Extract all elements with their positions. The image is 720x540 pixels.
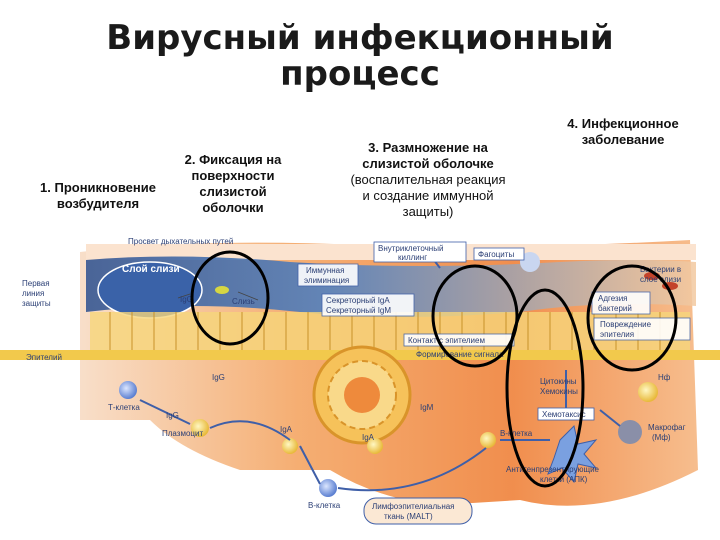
epi-damage-label-1: Повреждение [600,320,652,329]
chemotaxis-label: Хемотаксис [542,410,586,419]
iga-mid-label: IgA [362,433,375,442]
highlight-circles [190,250,678,488]
igg-top-label: IgG [180,295,193,304]
iga-left-label: IgA [280,425,293,434]
lymphoid-follicle [312,345,412,445]
b-cell-left [282,438,298,454]
contact-label: Контакт с эпителием [408,336,485,345]
circle-disease [586,264,678,372]
virus-particle [215,286,229,294]
intracellular-label-1: Внутриклеточный [378,244,443,253]
page-title-line-2: процесс [280,54,440,94]
igm-label: IgM [420,403,434,412]
contact-box [403,333,515,347]
bcell-right-label: В-клетка [500,429,533,438]
bacteria-mucus-label-1: Бактерии в [640,265,681,274]
label-lines [177,291,259,301]
circle-spread [505,288,585,488]
neutrophil [638,382,658,402]
cytokines-label-2: Хемокины [540,387,578,396]
b-cell-right [480,432,496,448]
apc-label-1: Антигенпрезентирующие [506,465,600,474]
first-line-label-2: линия [22,289,44,298]
plasmocyte-label: Плазмоцит [162,429,203,438]
first-line-label-1: Первая [22,279,50,288]
arrows [139,254,621,492]
mucus-layer [86,256,696,317]
adhesion-label-2: бактерий [598,304,632,313]
epithelium-label: Эпителий [26,353,62,362]
epi-damage-label-2: эпителия [600,330,634,339]
mucus-label: Слой слизи [122,264,180,275]
immune-elim-label-1: Иммунная [306,266,344,275]
malt-label-1: Лимфоэпителиальная [372,502,455,511]
intracellular-label-2: киллинг [398,253,427,262]
bcell-bottom-label: В-клетка [308,501,341,510]
airway-label: Просвет дыхательных путей [128,237,233,246]
signal-label: Формирование сигнала [416,350,504,359]
secretory-label-2: Секреторный IgM [326,306,391,315]
epi-damage-box [593,317,691,341]
malt-box [363,497,473,525]
immune-elim-label-2: элиминация [304,276,349,285]
adhesion-box [591,291,651,315]
phagocyte-cell [520,252,540,272]
igg-low-label: IgG [166,411,179,420]
t-cell [119,381,137,399]
mucin-label: Слизь [232,297,255,306]
macrophage-label-1: Макрофаг [648,423,686,432]
phagocytes-box [473,247,525,261]
adhesion-label-1: Адгезия [598,294,628,303]
immune-elim-box [297,263,359,287]
apc-label-2: клетки (АПК) [540,475,588,484]
nf-label: Нф [658,373,671,382]
tcell-label: Т-клетка [108,403,140,412]
circle-multiplication [431,264,519,368]
phagocytes-label: Фагоциты [478,250,514,259]
cytokines-label-1: Цитокины [540,377,577,386]
malt-label-2: ткань (MALT) [384,512,433,521]
intracellular-box [373,241,467,263]
plasmocyte [191,419,209,437]
first-line-label-3: защиты [22,299,51,308]
macrophage-label-2: (Мф) [652,433,671,442]
circle-fixation [190,250,270,346]
b-cell-mid [367,438,383,454]
b-cell-bottom [319,479,337,497]
page-title-line-1: Вирусный инфекционный [106,18,614,58]
macrophage-cell [618,420,642,444]
igg-mid-label: IgG [212,373,225,382]
secretory-box [321,293,415,317]
secretory-label-1: Секреторный IgA [326,296,390,305]
